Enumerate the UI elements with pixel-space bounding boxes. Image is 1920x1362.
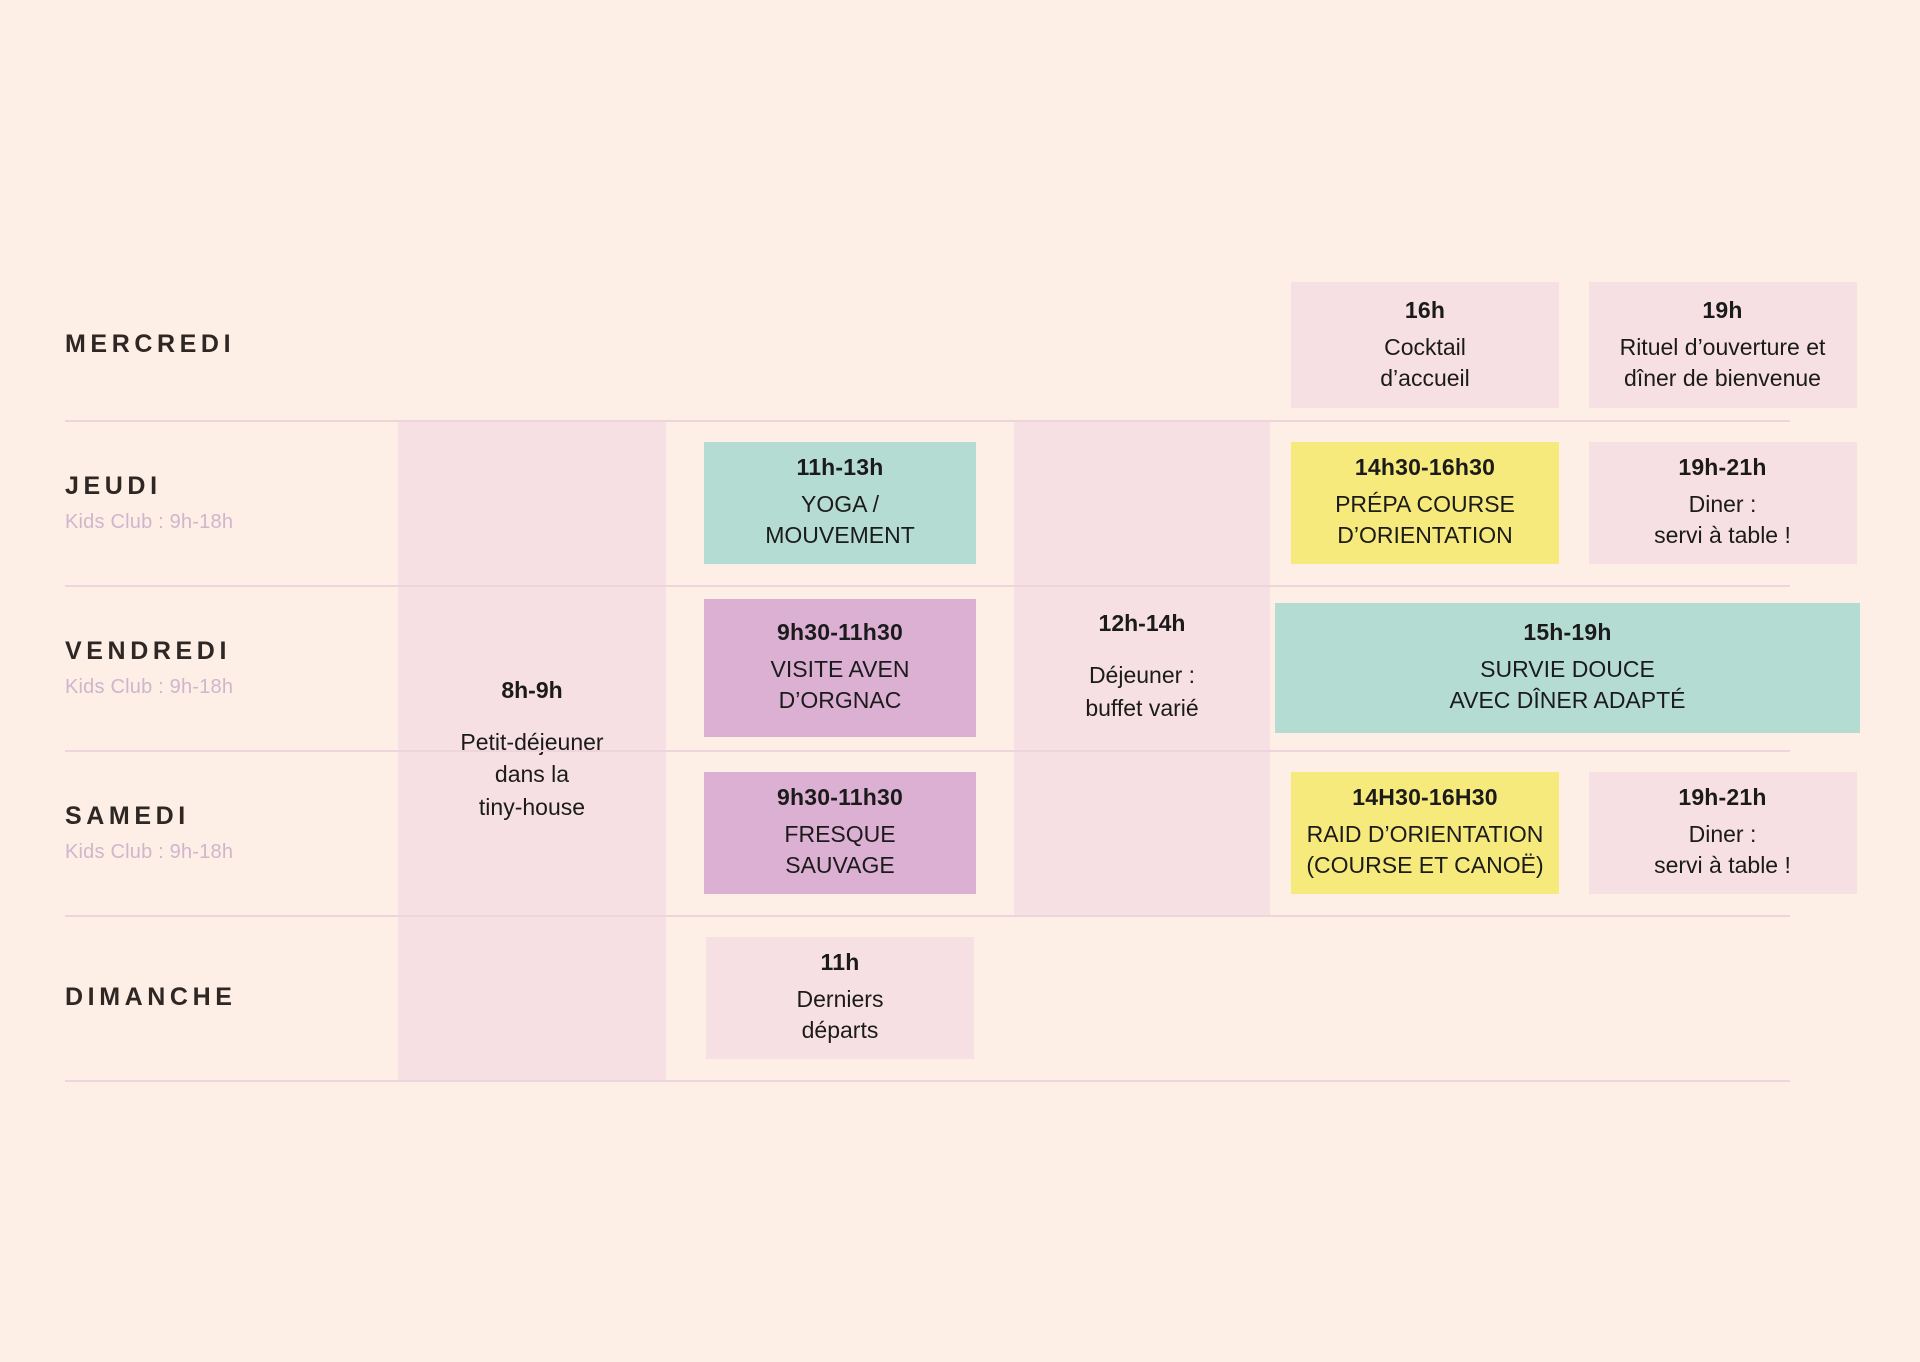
breakfast-time: 8h-9h [501, 676, 563, 703]
event-time: 19h-21h [1678, 784, 1767, 811]
event-desc: YOGA / MOUVEMENT [765, 491, 915, 549]
event-desc: Rituel d’ouverture et dîner de bienvenue [1619, 333, 1826, 391]
row-divider-jeudi-vendredi [65, 585, 1790, 587]
day-name: MERCREDI [65, 330, 236, 359]
lunch-band: 12h-14h Déjeuner : buffet varié [1014, 420, 1270, 915]
breakfast-desc: Petit-déjeuner dans la tiny-house [460, 728, 604, 820]
day-sub-kids-club: Kids Club : 9h-18h [65, 840, 234, 863]
day-name: VENDREDI [65, 637, 231, 666]
event-time: 16h [1404, 296, 1446, 323]
event-desc: Derniers départs [796, 986, 884, 1044]
event-time: 19h [1702, 296, 1743, 323]
day-label-samedi: SAMEDI Kids Club : 9h-18h [65, 750, 398, 915]
lunch-desc: Déjeuner : buffet varié [1085, 662, 1199, 721]
event-time: 11h-13h [796, 454, 884, 481]
event-samedi-raid-orientation[interactable]: 14H30-16H30 RAID D’ORIENTATION (COURSE E… [1291, 771, 1559, 894]
lunch-time: 12h-14h [1098, 610, 1186, 637]
event-time: 9h30-11h30 [776, 784, 904, 811]
event-jeudi-diner[interactable]: 19h-21h Diner : servi à table ! [1588, 441, 1857, 564]
event-desc: VISITE AVEN D’ORGNAC [770, 656, 910, 714]
day-label-dimanche: DIMANCHE [65, 915, 398, 1080]
event-time: 14h30-16h30 [1354, 454, 1496, 481]
event-time: 15h-19h [1523, 619, 1612, 646]
event-vendredi-aven-orgnac[interactable]: 9h30-11h30 VISITE AVEN D’ORGNAC [704, 598, 976, 737]
event-mercredi-cocktail[interactable]: 16h Cocktail d’accueil [1291, 282, 1559, 408]
day-label-jeudi: JEUDI Kids Club : 9h-18h [65, 420, 398, 585]
day-name: DIMANCHE [65, 982, 237, 1011]
event-desc: RAID D’ORIENTATION (COURSE ET CANOË) [1306, 821, 1544, 879]
event-time: 14H30-16H30 [1352, 784, 1498, 811]
event-desc: Diner : servi à table ! [1654, 491, 1791, 549]
event-dimanche-derniers-departs[interactable]: 11h Derniers départs [706, 936, 974, 1059]
event-time: 11h [820, 949, 860, 976]
event-desc: Diner : servi à table ! [1654, 821, 1791, 879]
event-jeudi-yoga[interactable]: 11h-13h YOGA / MOUVEMENT [704, 441, 976, 564]
day-sub-kids-club: Kids Club : 9h-18h [65, 510, 234, 533]
event-samedi-fresque-sauvage[interactable]: 9h30-11h30 FRESQUE SAUVAGE [704, 771, 976, 894]
event-samedi-diner[interactable]: 19h-21h Diner : servi à table ! [1588, 771, 1857, 894]
day-name: JEUDI [65, 472, 162, 501]
day-name: SAMEDI [65, 802, 190, 831]
event-time: 9h30-11h30 [776, 619, 904, 646]
event-time: 19h-21h [1678, 454, 1767, 481]
event-desc: SURVIE DOUCE AVEC DÎNER ADAPTÉ [1449, 656, 1686, 714]
event-desc: Cocktail d’accueil [1380, 333, 1470, 391]
event-desc: FRESQUE SAUVAGE [784, 821, 896, 879]
row-divider-samedi-dimanche [65, 915, 1790, 917]
day-label-vendredi: VENDREDI Kids Club : 9h-18h [65, 585, 398, 750]
event-mercredi-rituel[interactable]: 19h Rituel d’ouverture et dîner de bienv… [1588, 282, 1857, 408]
timetable-grid: 8h-9h Petit-déjeuner dans la tiny-house … [65, 270, 1895, 1080]
event-vendredi-survie-douce[interactable]: 15h-19h SURVIE DOUCE AVEC DÎNER ADAPTÉ [1275, 602, 1860, 733]
event-jeudi-prepa-course[interactable]: 14h30-16h30 PRÉPA COURSE D’ORIENTATION [1291, 441, 1559, 564]
day-label-mercredi: MERCREDI [65, 270, 398, 420]
event-desc: PRÉPA COURSE D’ORIENTATION [1335, 491, 1515, 549]
row-divider-mercredi-jeudi [65, 420, 1790, 422]
day-sub-kids-club: Kids Club : 9h-18h [65, 675, 234, 698]
row-divider-vendredi-samedi [65, 750, 1790, 752]
row-divider-bottom [65, 1080, 1790, 1082]
